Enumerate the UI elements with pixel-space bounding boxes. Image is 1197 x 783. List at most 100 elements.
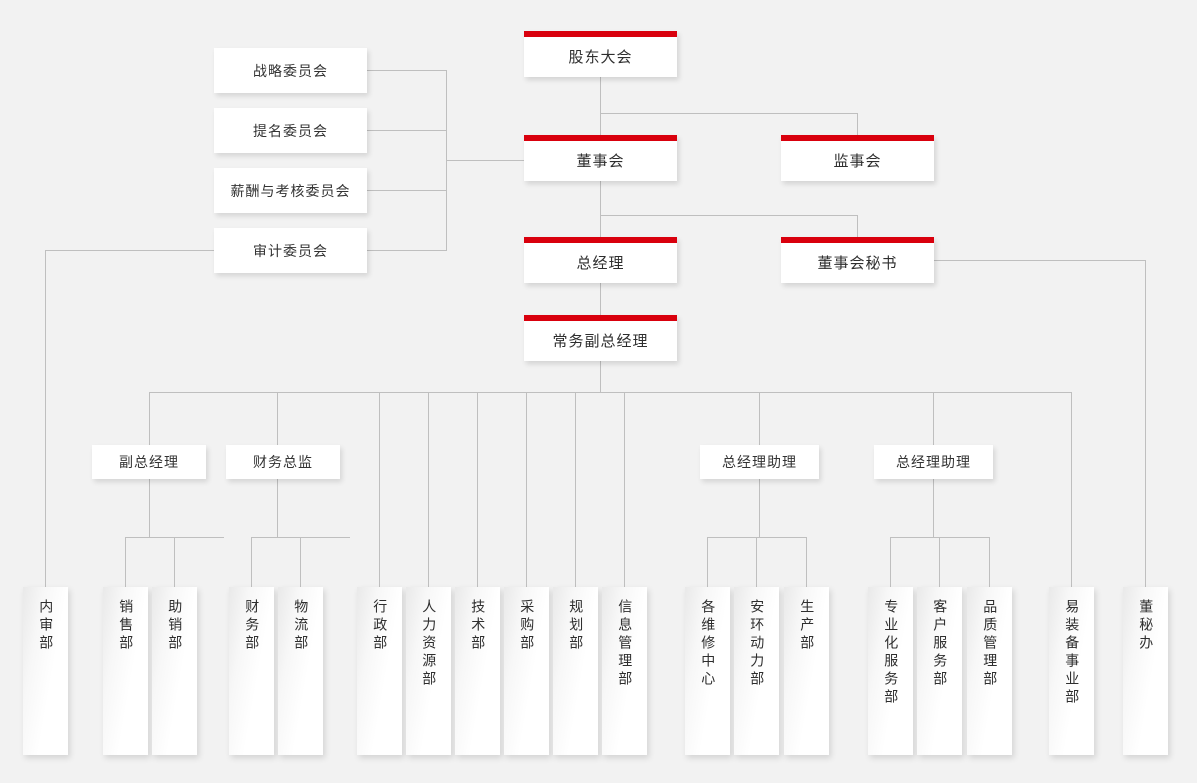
connector-drop-tech	[477, 392, 478, 587]
node-label: 常务副总经理	[552, 332, 649, 350]
node-nomination-committee[interactable]: 提名委员会	[214, 108, 367, 153]
dept-planning[interactable]: 规划部	[553, 587, 598, 755]
node-strategy-committee[interactable]: 战略委员会	[214, 48, 367, 93]
connector-ga1-d13	[756, 537, 757, 587]
node-label: 战略委员会	[253, 62, 328, 79]
connector-drop-equipment	[1071, 392, 1072, 587]
dept-label: 易装备事业部	[1064, 599, 1081, 707]
connector-drop-ga2	[933, 392, 934, 445]
dept-board-secretary-office[interactable]: 董秘办	[1123, 587, 1168, 755]
dept-label: 信息管理部	[617, 599, 634, 689]
node-label: 总经理助理	[896, 454, 971, 470]
dept-label: 各维修中心	[700, 599, 717, 689]
connector-bus-level2	[600, 215, 858, 216]
connector-drop-info	[624, 392, 625, 587]
connector-ga1-down	[759, 479, 760, 537]
node-label: 薪酬与考核委员会	[230, 182, 351, 199]
connector-drop-admin	[379, 392, 380, 587]
dept-label: 物流部	[293, 599, 310, 653]
node-label: 审计委员会	[253, 242, 328, 259]
connector-committee-2	[367, 130, 447, 131]
dept-label: 内审部	[38, 599, 55, 653]
connector-ga2-d17	[989, 537, 990, 587]
dept-label: 财务部	[244, 599, 261, 653]
connector-committee-4	[367, 250, 447, 251]
connector-drop-purchase	[526, 392, 527, 587]
dept-maintenance-centers[interactable]: 各维修中心	[685, 587, 730, 755]
connector-bus-level1	[600, 113, 858, 114]
connector-committee-3	[367, 190, 447, 191]
dept-label: 品质管理部	[982, 599, 999, 689]
dept-label: 规划部	[568, 599, 585, 653]
node-label: 总经理助理	[722, 454, 797, 470]
dept-specialized-services[interactable]: 专业化服务部	[868, 587, 913, 755]
connector-ga2-down	[933, 479, 934, 537]
dept-safety-environment-power[interactable]: 安环动力部	[734, 587, 779, 755]
node-board-secretary[interactable]: 董事会秘书	[781, 237, 934, 283]
node-gm-assistant-1[interactable]: 总经理助理	[700, 445, 819, 479]
dept-label: 行政部	[372, 599, 389, 653]
dept-sales[interactable]: 销售部	[103, 587, 148, 755]
dept-label: 安环动力部	[749, 599, 766, 689]
connector-committee-to-board	[446, 160, 525, 161]
connector-drop-cfo	[277, 392, 278, 445]
connector-cfo-down	[277, 479, 278, 537]
dept-internal-audit[interactable]: 内审部	[23, 587, 68, 755]
node-label: 监事会	[833, 152, 882, 170]
connector-committee-1	[367, 70, 447, 71]
node-label: 提名委员会	[253, 122, 328, 139]
dept-label: 董秘办	[1138, 599, 1155, 653]
connector-shareholders-down	[600, 77, 601, 113]
dept-easy-equipment-division[interactable]: 易装备事业部	[1049, 587, 1094, 755]
connector-ga2-d15	[890, 537, 891, 587]
node-shareholders-meeting[interactable]: 股东大会	[524, 31, 677, 77]
dept-finance[interactable]: 财务部	[229, 587, 274, 755]
dept-label: 客户服务部	[932, 599, 949, 689]
connector-cfo-d05	[300, 537, 301, 587]
connector-evp-down	[600, 361, 601, 392]
node-general-manager[interactable]: 总经理	[524, 237, 677, 283]
node-label: 董事会	[576, 152, 625, 170]
connector-ga2-d16	[939, 537, 940, 587]
dept-quality-management[interactable]: 品质管理部	[967, 587, 1012, 755]
connector-board-down	[600, 181, 601, 215]
dept-technology[interactable]: 技术部	[455, 587, 500, 755]
connector-main-bus	[149, 392, 1072, 393]
connector-vgm-d02	[125, 537, 126, 587]
connector-board-up	[600, 113, 601, 135]
connector-gm-down	[600, 283, 601, 315]
dept-information-management[interactable]: 信息管理部	[602, 587, 647, 755]
dept-customer-service[interactable]: 客户服务部	[917, 587, 962, 755]
node-audit-committee[interactable]: 审计委员会	[214, 228, 367, 273]
dept-label: 人力资源部	[421, 599, 438, 689]
dept-production[interactable]: 生产部	[784, 587, 829, 755]
node-vice-general-manager[interactable]: 副总经理	[92, 445, 206, 479]
dept-sales-support[interactable]: 助销部	[152, 587, 197, 755]
node-label: 财务总监	[253, 454, 313, 470]
dept-procurement[interactable]: 采购部	[504, 587, 549, 755]
connector-vgm-d03	[174, 537, 175, 587]
dept-label: 助销部	[167, 599, 184, 653]
dept-administration[interactable]: 行政部	[357, 587, 402, 755]
dept-label: 销售部	[118, 599, 135, 653]
connector-drop-vgm	[149, 392, 150, 445]
dept-logistics[interactable]: 物流部	[278, 587, 323, 755]
connector-cfo-d04	[251, 537, 252, 587]
node-compensation-committee[interactable]: 薪酬与考核委员会	[214, 168, 367, 213]
node-gm-assistant-2[interactable]: 总经理助理	[874, 445, 993, 479]
dept-label: 采购部	[519, 599, 536, 653]
node-label: 董事会秘书	[817, 254, 898, 272]
node-executive-vice-gm[interactable]: 常务副总经理	[524, 315, 677, 361]
connector-bsec-to-right	[934, 260, 1145, 261]
connector-ga1-d14	[806, 537, 807, 587]
connector-gm-up	[600, 215, 601, 237]
node-board-of-directors[interactable]: 董事会	[524, 135, 677, 181]
connector-ga1-d12	[707, 537, 708, 587]
dept-label: 生产部	[799, 599, 816, 653]
connector-drop-planning	[575, 392, 576, 587]
dept-human-resources[interactable]: 人力资源部	[406, 587, 451, 755]
node-cfo[interactable]: 财务总监	[226, 445, 340, 479]
node-supervisory-board[interactable]: 监事会	[781, 135, 934, 181]
dept-label: 技术部	[470, 599, 487, 653]
